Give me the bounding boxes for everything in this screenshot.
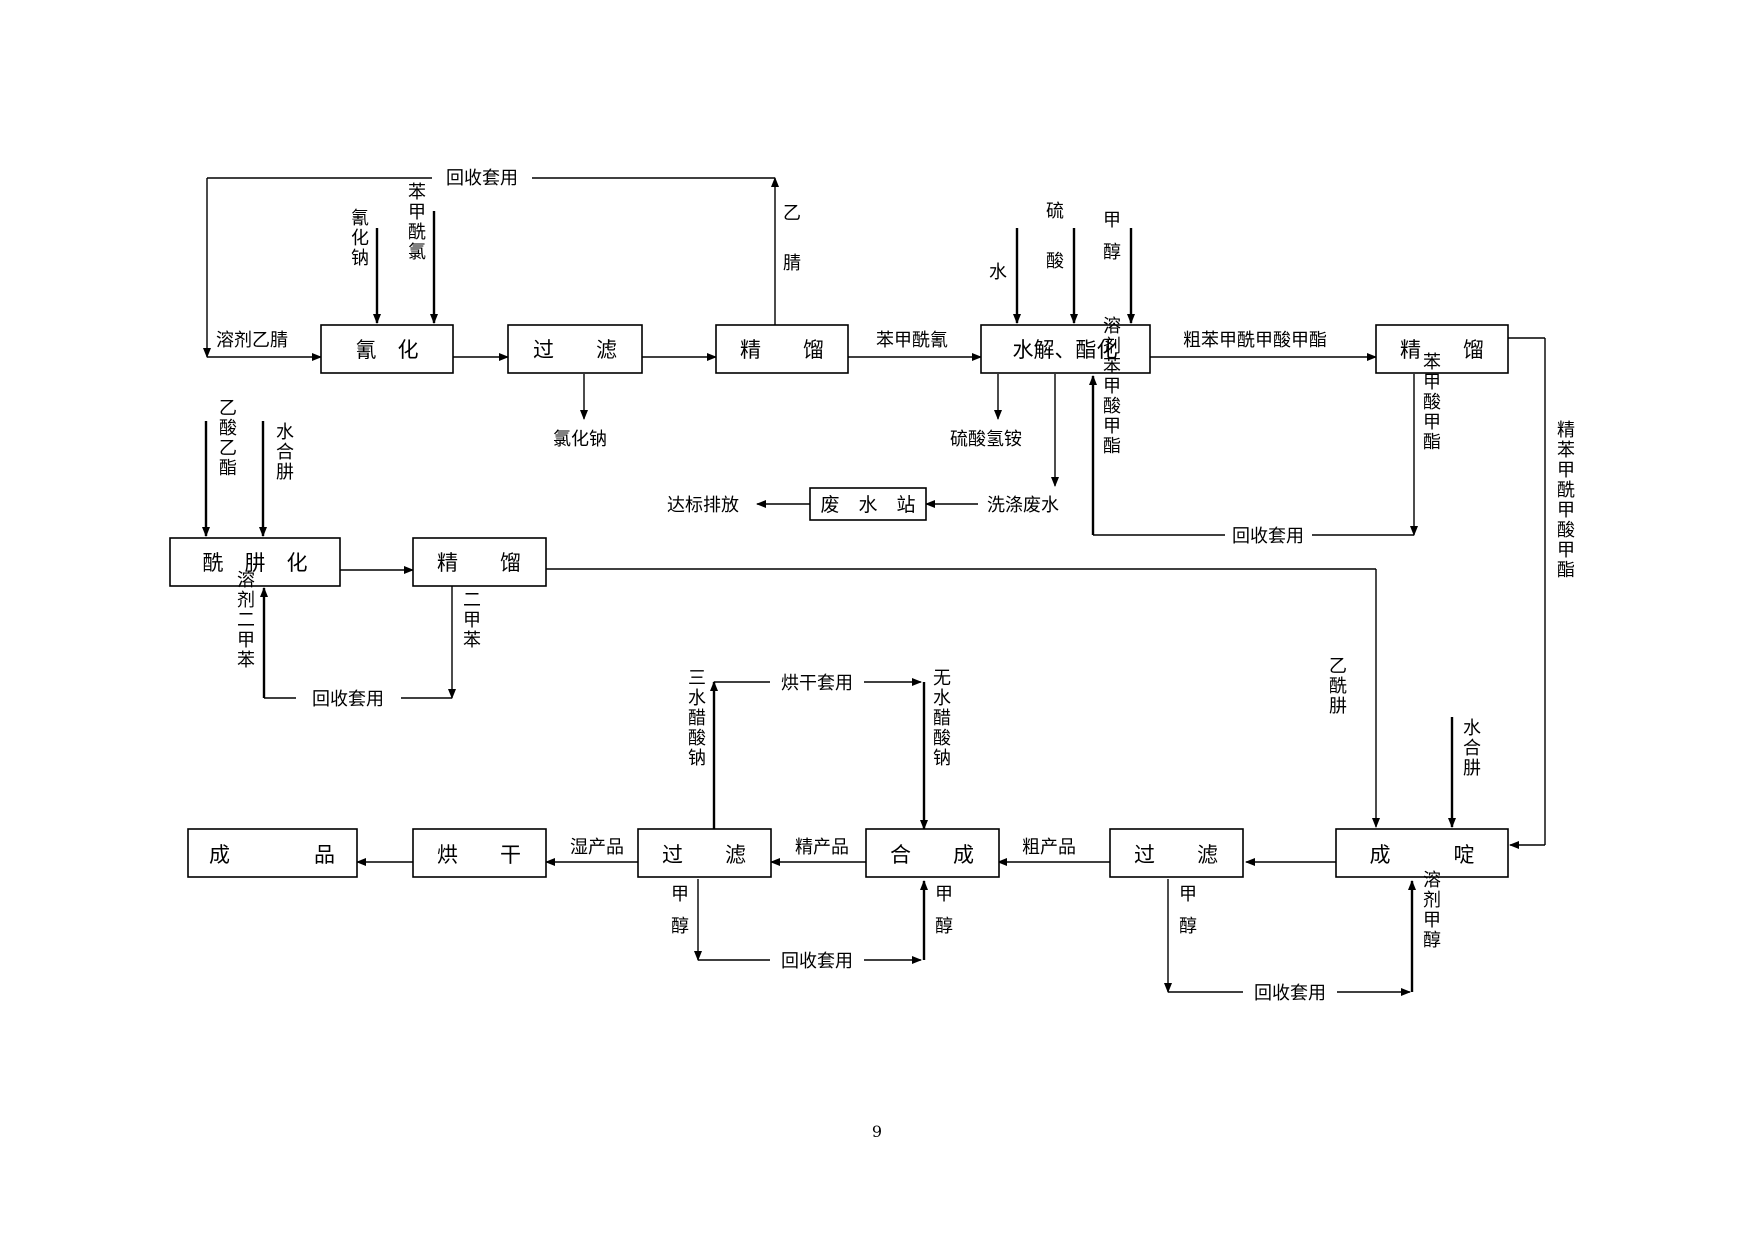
label-refined-product: 精产品 — [795, 837, 849, 858]
box-drying-label: 烘 干 — [437, 843, 521, 867]
page-number: 9 — [871, 1122, 883, 1141]
box-cyclization: 成 啶 — [1335, 828, 1509, 878]
box-distill2-label: 精 馏 — [1400, 338, 1484, 362]
label-acetylhydrazine: 乙酰肼 — [1329, 656, 1347, 717]
label-crude-product: 粗产品 — [1022, 837, 1076, 858]
box-cyclization-label: 成 啶 — [1370, 843, 1475, 867]
label-recycle-methanol1: 回收套用 — [781, 951, 853, 972]
box-synthesis: 合 成 — [865, 828, 1000, 878]
box-distill3: 精 馏 — [412, 537, 547, 587]
label-recycle-methanol2: 回收套用 — [1254, 983, 1326, 1004]
box-filter3: 过 滤 — [637, 828, 772, 878]
label-solvent-methyl-benzoate: 溶剂苯甲酸甲酯 — [1103, 316, 1121, 457]
box-cyanation-label: 氰 化 — [356, 338, 419, 362]
label-crude-ester: 粗苯甲酰甲酸甲酯 — [1183, 330, 1327, 351]
box-filter2: 过 滤 — [1109, 828, 1244, 878]
label-ethyl-acetate: 乙酸乙酯 — [219, 398, 237, 479]
horizontal-labels: 回收套用 溶剂乙腈 氯化钠 苯甲酰氰 粗苯甲酰甲酸甲酯 硫酸氢铵 洗涤废水 达标… — [216, 168, 1327, 1004]
label-dry-reuse: 烘干套用 — [781, 673, 853, 694]
label-fine-ester: 精苯甲酰甲酸甲酯 — [1557, 420, 1575, 581]
label-solvent-acetonitrile: 溶剂乙腈 — [216, 330, 288, 351]
box-product-label: 成 品 — [209, 843, 335, 867]
label-sulfuric-acid: 硫酸 — [1046, 201, 1064, 272]
box-cyanation: 氰 化 — [320, 324, 454, 374]
box-wastewater-station: 废 水 站 — [809, 487, 927, 521]
flow-lines — [202, 177, 1546, 996]
box-wastewater-station-label: 废 水 站 — [820, 494, 915, 516]
label-methanol-a: 甲醇 — [671, 884, 689, 937]
label-sodium-chloride: 氯化钠 — [553, 429, 607, 450]
label-trihydrate-sodium-acetate: 三水醋酸钠 — [688, 668, 706, 769]
label-methanol-top: 甲醇 — [1103, 210, 1121, 263]
label-hydrazine-hydrate1: 水合肼 — [276, 422, 294, 483]
box-distill3-label: 精 馏 — [437, 551, 521, 575]
vertical-labels: 氰化钠 苯甲酰氯 乙腈 水 硫酸 甲醇 溶剂苯甲酸甲酯 苯甲酸甲酯 精苯甲酰甲酸… — [219, 182, 1575, 951]
box-hydrazide-label: 酰 肼 化 — [203, 551, 308, 575]
box-filter2-label: 过 滤 — [1134, 843, 1218, 867]
label-water: 水 — [989, 262, 1007, 283]
label-ammonium-bisulfate: 硫酸氢铵 — [950, 429, 1022, 450]
box-distill2: 精 馏 — [1375, 324, 1509, 374]
label-recycle-top: 回收套用 — [446, 168, 518, 189]
label-solvent-methanol: 溶剂甲醇 — [1423, 870, 1441, 951]
label-methanol-c: 甲醇 — [1179, 884, 1197, 937]
box-filter3-label: 过 滤 — [662, 843, 746, 867]
box-hydrolysis: 水解、酯化 — [980, 324, 1151, 374]
label-recycle-xylene: 回收套用 — [312, 689, 384, 710]
label-recycle-mid: 回收套用 — [1232, 526, 1304, 547]
box-distill1: 精 馏 — [715, 324, 849, 374]
label-sodium-cyanide: 氰化钠 — [351, 208, 369, 269]
label-methanol-b: 甲醇 — [935, 884, 953, 937]
box-hydrazide: 酰 肼 化 — [169, 537, 341, 587]
label-benzoyl-cyanide: 苯甲酰氰 — [876, 330, 948, 351]
label-solvent-xylene: 溶剂二甲苯 — [237, 570, 255, 671]
label-benzoyl-chloride: 苯甲酰氯 — [408, 182, 426, 263]
box-product: 成 品 — [187, 828, 358, 878]
label-discharge: 达标排放 — [667, 495, 739, 516]
box-distill1-label: 精 馏 — [740, 338, 824, 362]
label-hydrazine-hydrate2: 水合肼 — [1463, 718, 1481, 779]
box-filter1: 过 滤 — [507, 324, 643, 374]
label-washing-wastewater: 洗涤废水 — [987, 495, 1059, 516]
box-filter1-label: 过 滤 — [533, 338, 617, 362]
box-drying: 烘 干 — [412, 828, 547, 878]
box-hydrolysis-label: 水解、酯化 — [1013, 338, 1118, 362]
label-methyl-benzoate: 苯甲酸甲酯 — [1423, 352, 1441, 453]
label-anhydrous-sodium-acetate: 无水醋酸钠 — [933, 668, 951, 769]
label-wet-product: 湿产品 — [570, 837, 624, 858]
box-synthesis-label: 合 成 — [890, 843, 974, 867]
label-xylene: 二甲苯 — [463, 590, 481, 651]
label-acetonitrile: 乙腈 — [783, 203, 801, 274]
